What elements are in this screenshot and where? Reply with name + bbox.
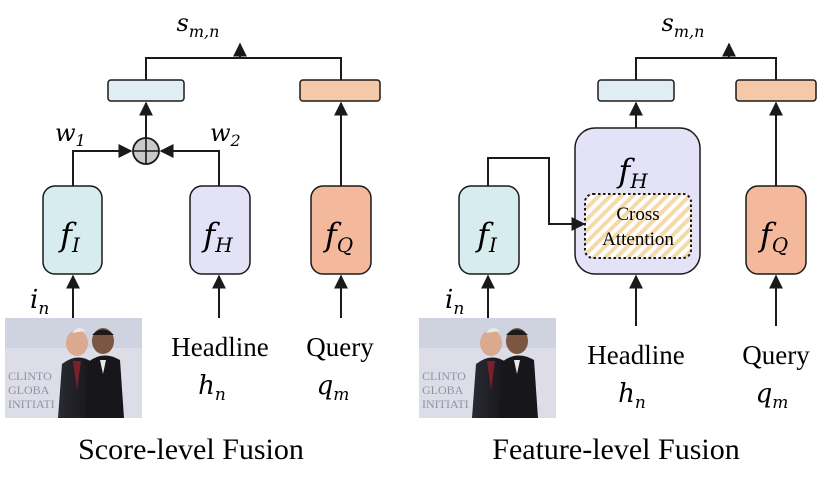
left-image-to-fusion-arrow [72, 144, 133, 186]
right-headline-var: hn [618, 379, 646, 413]
cross-attention-label-line2: Attention [602, 229, 674, 250]
left-headline-var: hn [198, 371, 226, 405]
left-panel-title: Score-level Fusion [78, 433, 304, 466]
right-headline-label: Headline [587, 340, 684, 370]
right-query-label: Query [742, 340, 810, 370]
right-query-encoder [745, 185, 807, 275]
cross-attention-block [584, 193, 692, 259]
left-news-photo: CLINTO GLOBA INITIATI [5, 318, 142, 418]
right-image-input-label: in [445, 285, 464, 319]
left-query-var: qm [317, 371, 350, 405]
left-query-embedding [299, 79, 381, 102]
svg-text:GLOBA: GLOBA [8, 383, 50, 397]
left-query-label: Query [306, 332, 374, 362]
left-image-input-label: in [30, 285, 49, 319]
left-sum-node [132, 137, 160, 165]
right-query-embedding [735, 79, 817, 102]
left-weight-1: w1 [55, 119, 86, 150]
left-fused-embedding [107, 79, 185, 102]
svg-text:CLINTO: CLINTO [422, 369, 466, 383]
right-image-to-cross-attention-arrow [487, 157, 586, 231]
left-output-fork [145, 57, 342, 80]
right-headline-encoder-label: fH [616, 152, 648, 193]
left-panel: sm,n w1 w2 fI fH fQ [5, 9, 381, 466]
left-headline-label: Headline [171, 332, 268, 362]
right-news-photo: CLINTO GLOBA INITIATI [419, 318, 556, 418]
right-query-var: qm [756, 379, 789, 413]
left-query-encoder [310, 185, 372, 275]
right-panel: sm,n fH Cross Attention fI fQ in CLINTO [419, 9, 817, 466]
left-score-label: sm,n [177, 9, 220, 41]
svg-text:INITIATI: INITIATI [422, 397, 469, 411]
cross-attention-label-line1: Cross [616, 204, 659, 225]
right-panel-title: Feature-level Fusion [492, 433, 739, 466]
left-image-encoder [42, 185, 103, 275]
svg-text:INITIATI: INITIATI [8, 397, 55, 411]
right-score-label: sm,n [662, 9, 705, 41]
right-fused-embedding [597, 79, 675, 102]
left-headline-encoder [189, 185, 251, 275]
svg-text:CLINTO: CLINTO [8, 369, 52, 383]
left-weight-2: w2 [210, 119, 241, 150]
svg-text:GLOBA: GLOBA [422, 383, 464, 397]
left-headline-to-fusion-arrow [159, 144, 220, 186]
right-image-encoder [458, 185, 520, 275]
right-output-fork [635, 57, 777, 80]
